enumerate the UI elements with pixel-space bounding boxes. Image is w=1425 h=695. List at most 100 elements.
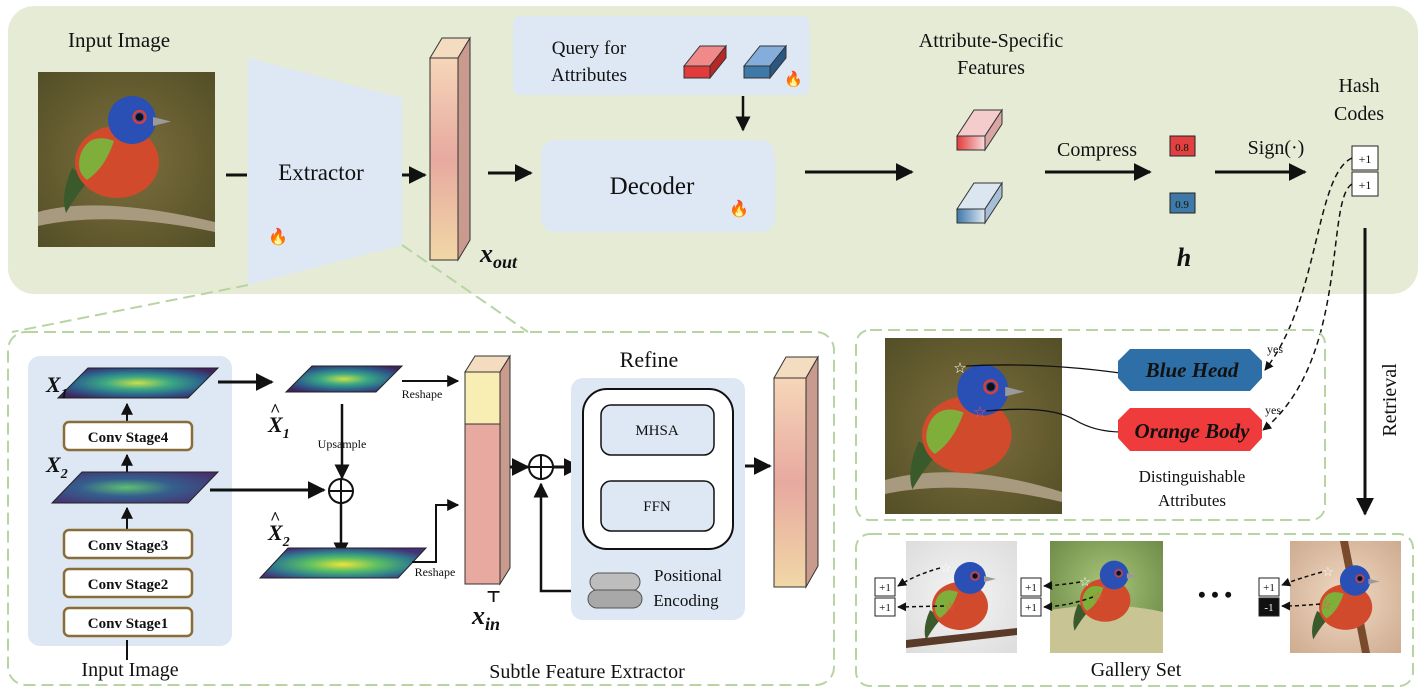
attribute-bird-image xyxy=(885,338,1062,514)
hash-value-red-text: 0.8 xyxy=(1175,142,1189,154)
blue-query-cube xyxy=(742,44,788,80)
hash-codes-label-line1: Hash xyxy=(1338,75,1379,97)
svg-text:Conv Stage4: Conv Stage4 xyxy=(88,430,169,446)
connector-orange-body xyxy=(985,408,1123,433)
x1-label: X1 xyxy=(45,372,68,402)
gallery1-star-head-icon: ☆ xyxy=(940,560,952,575)
attributes-caption-line2: Attributes xyxy=(1158,491,1226,510)
reshape-top-label: Reshape xyxy=(402,387,443,401)
yes-label-1: yes xyxy=(1267,342,1283,356)
gallery-ellipsis: • • • xyxy=(1198,582,1232,607)
svg-text:+1: +1 xyxy=(879,602,891,614)
mhsa-block xyxy=(600,404,715,456)
star-icon-head: ☆ xyxy=(953,361,966,377)
refine-title: Refine xyxy=(620,347,679,372)
x2hat-label: X2 xyxy=(267,520,290,550)
query-attributes-box xyxy=(513,16,810,95)
decoder-block xyxy=(541,140,775,232)
attributes-panel xyxy=(855,329,1326,521)
xin-feature-bar xyxy=(464,354,511,586)
gallery1-link-2 xyxy=(897,602,945,612)
features-label-line1: Attribute-Specific xyxy=(919,30,1064,52)
gallery3-star-head-icon: ☆ xyxy=(1322,564,1334,579)
dashed-link-blue-head xyxy=(1264,157,1353,371)
hash-code-2: +1 xyxy=(1359,178,1372,192)
retrieval-label: Retrieval xyxy=(1379,363,1401,437)
gallery1-link-1 xyxy=(897,567,941,587)
hash-value-red xyxy=(1169,135,1196,157)
input-image-label: Input Image xyxy=(68,28,170,52)
svg-text:+1: +1 xyxy=(1025,582,1037,594)
gallery-panel xyxy=(855,533,1414,687)
svg-text:+1: +1 xyxy=(1025,602,1037,614)
red-feature-cube xyxy=(956,108,1003,152)
fire-icon-query: 🔥 xyxy=(784,70,803,88)
orange-body-label: Orange Body xyxy=(1135,419,1251,443)
features-label-line2: Features xyxy=(957,57,1025,79)
fire-icon-extractor: 🔥 xyxy=(268,227,288,246)
backbone-input-label: Input Image xyxy=(81,659,178,681)
blue-head-label: Blue Head xyxy=(1145,358,1239,382)
svg-text:-1: -1 xyxy=(1264,602,1273,614)
gallery1-codes: +1 +1 xyxy=(874,577,896,617)
fire-icon-decoder: 🔥 xyxy=(729,199,749,218)
zoom-line-right xyxy=(401,244,529,333)
mhsa-label: MHSA xyxy=(635,423,679,439)
gallery-image-3 xyxy=(1290,541,1401,653)
hash-code-1: +1 xyxy=(1359,152,1372,166)
x1hat-label: X1 xyxy=(267,412,290,442)
gallery-image-2 xyxy=(1050,541,1163,653)
x1-heatmap xyxy=(56,367,220,399)
x2hat-hat: ^ xyxy=(270,508,280,528)
hash-value-blue xyxy=(1169,192,1196,214)
gallery2-star-body-icon: ☆ xyxy=(1092,589,1104,604)
svg-text:+1: +1 xyxy=(1263,582,1275,594)
hash-codes-label-line2: Codes xyxy=(1334,103,1384,125)
gallery3-link-1 xyxy=(1281,571,1323,587)
connector-blue-head xyxy=(965,364,1121,374)
yes-label-2: yes xyxy=(1265,403,1281,417)
gallery2-star-head-icon: ☆ xyxy=(1079,574,1091,589)
subtle-feature-extractor-panel xyxy=(7,331,835,686)
hash-value-blue-text: 0.9 xyxy=(1175,199,1189,211)
gallery3-star-body-icon: ☆ xyxy=(1320,597,1332,612)
arrow-reshape-bottom xyxy=(412,499,460,563)
blue-head-tag xyxy=(1118,349,1262,391)
x2-heatmap xyxy=(50,471,220,504)
orange-body-tag xyxy=(1118,408,1262,451)
gallery-label: Gallery Set xyxy=(1091,659,1182,681)
ffn-block xyxy=(600,480,715,532)
xin-label: xin⊤ xyxy=(471,589,501,634)
extractor-block xyxy=(248,58,402,285)
subtle-feature-extractor-label: Subtle Feature Extractor xyxy=(489,661,685,683)
positional-encoding-line2: Encoding xyxy=(653,591,719,610)
red-query-cube xyxy=(682,44,728,80)
gallery3-codes: +1 -1 xyxy=(1258,577,1280,617)
refined-feature-bar xyxy=(773,355,819,589)
gallery1-star-body-icon: ☆ xyxy=(944,599,956,614)
gallery2-link-1 xyxy=(1043,581,1081,591)
hash-codes-box: +1 +1 xyxy=(1351,145,1379,197)
xout-label: xout xyxy=(479,239,518,272)
conv-stage-3: Conv Stage3 xyxy=(62,528,194,560)
reshape-bottom-label: Reshape xyxy=(415,565,456,579)
dashed-link-orange-body xyxy=(1262,183,1353,431)
gallery-image-1 xyxy=(906,541,1017,653)
input-bird-image xyxy=(38,72,215,247)
ffn-label: FFN xyxy=(643,499,671,515)
svg-text:Conv Stage1: Conv Stage1 xyxy=(88,616,168,632)
xout-feature-bar xyxy=(429,36,471,262)
svg-text:Conv Stage2: Conv Stage2 xyxy=(88,577,168,593)
query-label-line2: Attributes xyxy=(551,65,627,86)
gallery3-link-2 xyxy=(1281,601,1321,611)
x1hat-hat: ^ xyxy=(270,400,280,420)
conv-stage-1: Conv Stage1 xyxy=(62,606,194,638)
add-node-2 xyxy=(528,454,554,480)
blue-feature-cube xyxy=(956,181,1003,225)
h-label: h xyxy=(1177,243,1191,272)
zoom-line-left xyxy=(11,284,249,333)
x1hat-heatmap xyxy=(284,365,404,393)
upsample-label: Upsample xyxy=(318,437,367,451)
conv-stage-2: Conv Stage2 xyxy=(62,567,194,599)
